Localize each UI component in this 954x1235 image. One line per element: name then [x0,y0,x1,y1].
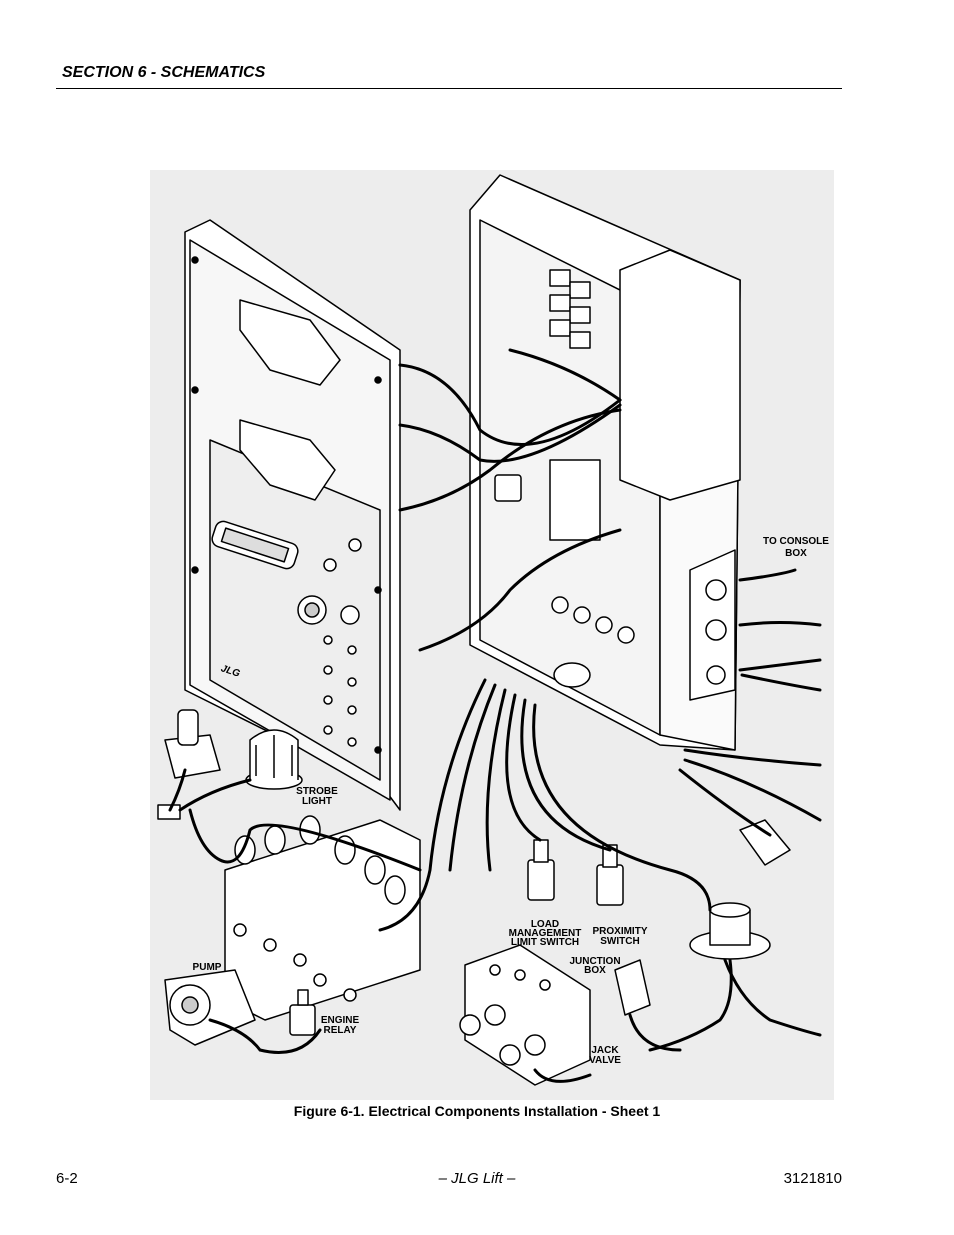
label-junction-line2: BOX [584,965,606,976]
jack-valve [459,944,591,1086]
figure-caption: Figure 6-1. Electrical Components Instal… [293,1103,661,1119]
label-engine-relay-line1: ENGINE [321,1015,360,1026]
document-number: 3121810 [783,1170,842,1187]
section-header: SECTION 6 - SCHEMATICS [62,64,266,81]
schematic-drawing: JLG TO CONSOLE BOX STROBE LIGHT PUMP ENG… [150,170,834,1100]
label-engine-relay-line2: RELAY [324,1025,357,1036]
wiring-harness [168,348,822,1083]
foot-switch [739,819,791,866]
label-load-line2: MANAGEMENT [509,928,582,939]
tilt-sensor [157,709,221,820]
label-load-line3: LIMIT SWITCH [511,937,579,948]
label-strobe-line1: STROBE [296,786,338,797]
label-jack-valve-line2: VALVE [589,1055,621,1066]
junction-box [614,959,651,1016]
label-load-line1: LOAD [531,919,559,930]
page-number: 6-2 [56,1170,78,1187]
label-to-console-line2: BOX [785,548,807,559]
pump [164,969,256,1046]
schematic-figure: JLG TO CONSOLE BOX STROBE LIGHT PUMP ENG… [150,170,834,1100]
label-jack-valve-line1: JACK [591,1045,619,1056]
label-junction-line1: JUNCTION [569,956,620,967]
valve-block [224,815,421,1021]
label-to-console-line1: TO CONSOLE [763,536,829,547]
label-pump: PUMP [193,962,222,973]
control-panel-door [184,219,401,811]
label-proximity-line2: SWITCH [600,936,639,947]
footer-title: – JLG Lift – [438,1170,516,1187]
strobe-light [245,729,303,790]
header-rule [56,88,842,89]
label-proximity-line1: PROXIMITY [592,926,647,937]
main-enclosure [469,174,741,751]
label-strobe-line2: LIGHT [302,796,332,807]
engine-relay [289,989,316,1036]
load-management-limit-switch [527,839,555,901]
